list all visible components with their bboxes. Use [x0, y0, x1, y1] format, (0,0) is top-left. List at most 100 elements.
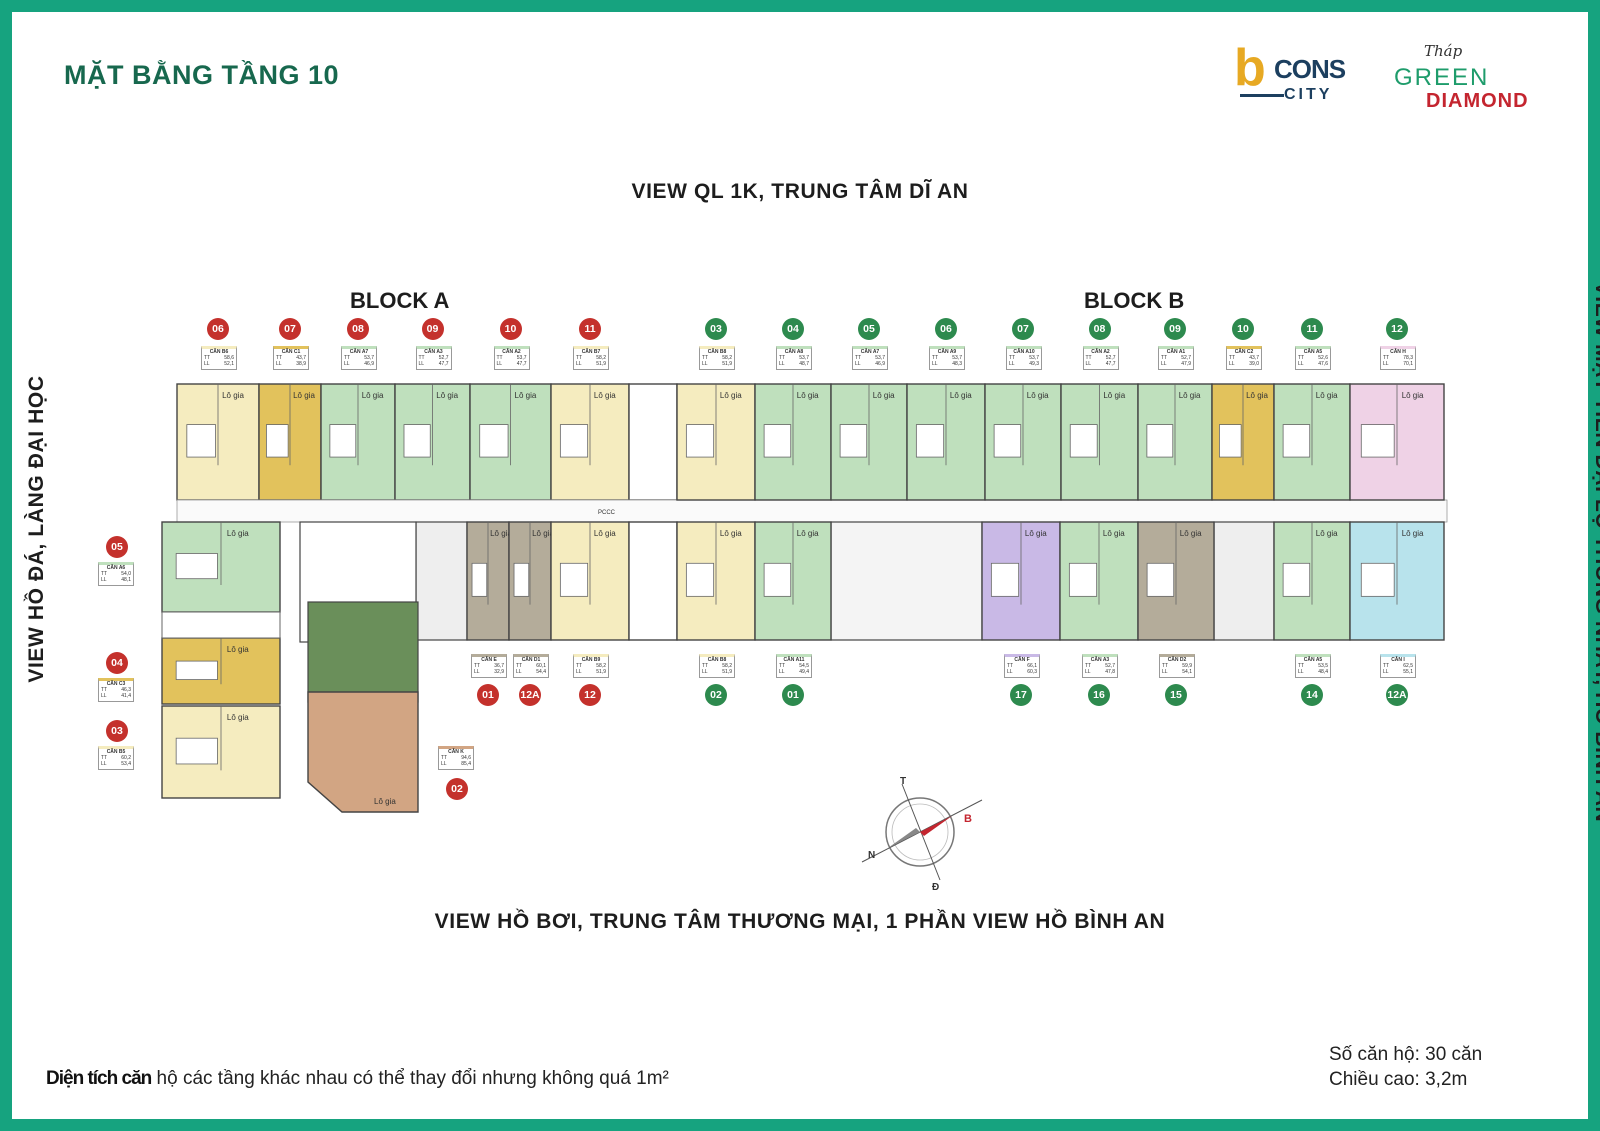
unit-tag-name: CĂN A6: [106, 565, 126, 571]
unit-top-b-07-bath: [993, 424, 1022, 458]
unit-number-badge: 11: [1301, 318, 1323, 340]
unit-count: Số căn hộ: 30 căn: [1329, 1044, 1483, 1065]
unit-top-a-10-loggia: Lô gia: [515, 391, 537, 400]
unit-tag-name: CĂN B7: [581, 349, 601, 355]
unit-tag-tl: 51,9: [596, 669, 606, 675]
unit-top-b-06-loggia: Lô gia: [950, 391, 972, 400]
unit-tag-name: CĂN K: [448, 749, 464, 755]
unit-tag-tt: 52,7: [1181, 355, 1191, 361]
unit-tag-tl: 47,6: [1318, 361, 1328, 367]
unit-top-b-05-loggia: Lô gia: [873, 391, 895, 400]
unit-tag-tt: 78,3: [1403, 355, 1413, 361]
unit-number-badge: 08: [347, 318, 369, 340]
unit-tag-tt: 59,9: [1182, 663, 1192, 669]
unit-number-badge: 09: [1164, 318, 1186, 340]
unit-number-badge: 10: [499, 318, 522, 340]
unit-number-badge: 11: [579, 318, 601, 340]
unit-tag-name: CĂN C2: [1234, 349, 1254, 355]
unit-tag-tl: 51,9: [722, 669, 732, 675]
unit-tag-tl: 46,9: [364, 361, 374, 367]
unit-number-badge: 12: [1386, 318, 1408, 340]
unit-tag-tt: 36,7: [494, 663, 504, 669]
stair-b: [1213, 521, 1275, 641]
unit-tag-name: CĂN A2: [502, 349, 521, 355]
unit-tag-tt: 58,6: [224, 355, 234, 361]
unit-number-badge: 05: [858, 318, 880, 340]
unit-tag-tt: 53,7: [364, 355, 374, 361]
unit-bot-b-02-loggia: Lô gia: [720, 529, 742, 538]
unit-tag-tl: 48,4: [1318, 669, 1328, 675]
unit-tag-name: CĂN A7: [860, 349, 880, 355]
view-right-label: VIEW MẶT TIỀN ĐẠI LỘ THỐNG NHẤT, HỒ BÌNH…: [1591, 281, 1600, 823]
unit-tag-name: CĂN C3: [106, 681, 126, 687]
building-stats: Số căn hộ: 30 căn Chiều cao: 3,2m: [1329, 1042, 1482, 1092]
unit-tag-name: CĂN A1: [1166, 349, 1186, 355]
unit-tag-name: CĂN B5: [106, 749, 126, 755]
ceiling-height: Chiều cao: 3,2m: [1329, 1069, 1468, 1090]
unit-number-badge: 06: [207, 318, 229, 340]
unit-tag-tl: 38,9: [296, 361, 306, 367]
unit-tag-tl: 48,7: [799, 361, 809, 367]
unit-number-badge: 03: [705, 318, 727, 340]
unit-top-b-10-bath: [1219, 424, 1242, 458]
unit-wing-02-loggia: Lô gia: [374, 797, 396, 806]
core-a-bottom: [628, 521, 678, 641]
unit-tag-tt: 53,7: [875, 355, 885, 361]
unit-tag-tl: 49,3: [1029, 361, 1039, 367]
unit-top-b-09-bath: [1146, 424, 1174, 458]
unit-tag-name: CĂN E: [481, 657, 497, 663]
unit-tag-tl: 39,0: [1249, 361, 1259, 367]
stair-a: [415, 521, 468, 641]
view-top-label: VIEW QL 1K, TRUNG TÂM DĨ AN: [631, 180, 969, 203]
unit-number-badge: 10: [1232, 318, 1254, 340]
unit-tag-tt: 62,5: [1403, 663, 1413, 669]
unit-number-badge: 14: [1301, 684, 1323, 706]
unit-wing-03-loggia: Lô gia: [227, 713, 249, 722]
unit-tag-tt: 43,7: [296, 355, 306, 361]
unit-tag-tl: 47,7: [1105, 361, 1116, 367]
unit-tag-name: CĂN A7: [349, 349, 369, 355]
unit-tag-name: CĂN D2: [1167, 657, 1187, 663]
bcons-city-logo: b CONS CITY: [1234, 39, 1346, 103]
pccc-label: PCCC: [598, 510, 616, 516]
unit-tag-name: CĂN H: [1390, 349, 1406, 355]
unit-top-b-08-loggia: Lô gia: [1103, 391, 1125, 400]
unit-top-b-11-loggia: Lô gia: [1316, 391, 1338, 400]
unit-number-badge: 12A: [1386, 684, 1408, 706]
